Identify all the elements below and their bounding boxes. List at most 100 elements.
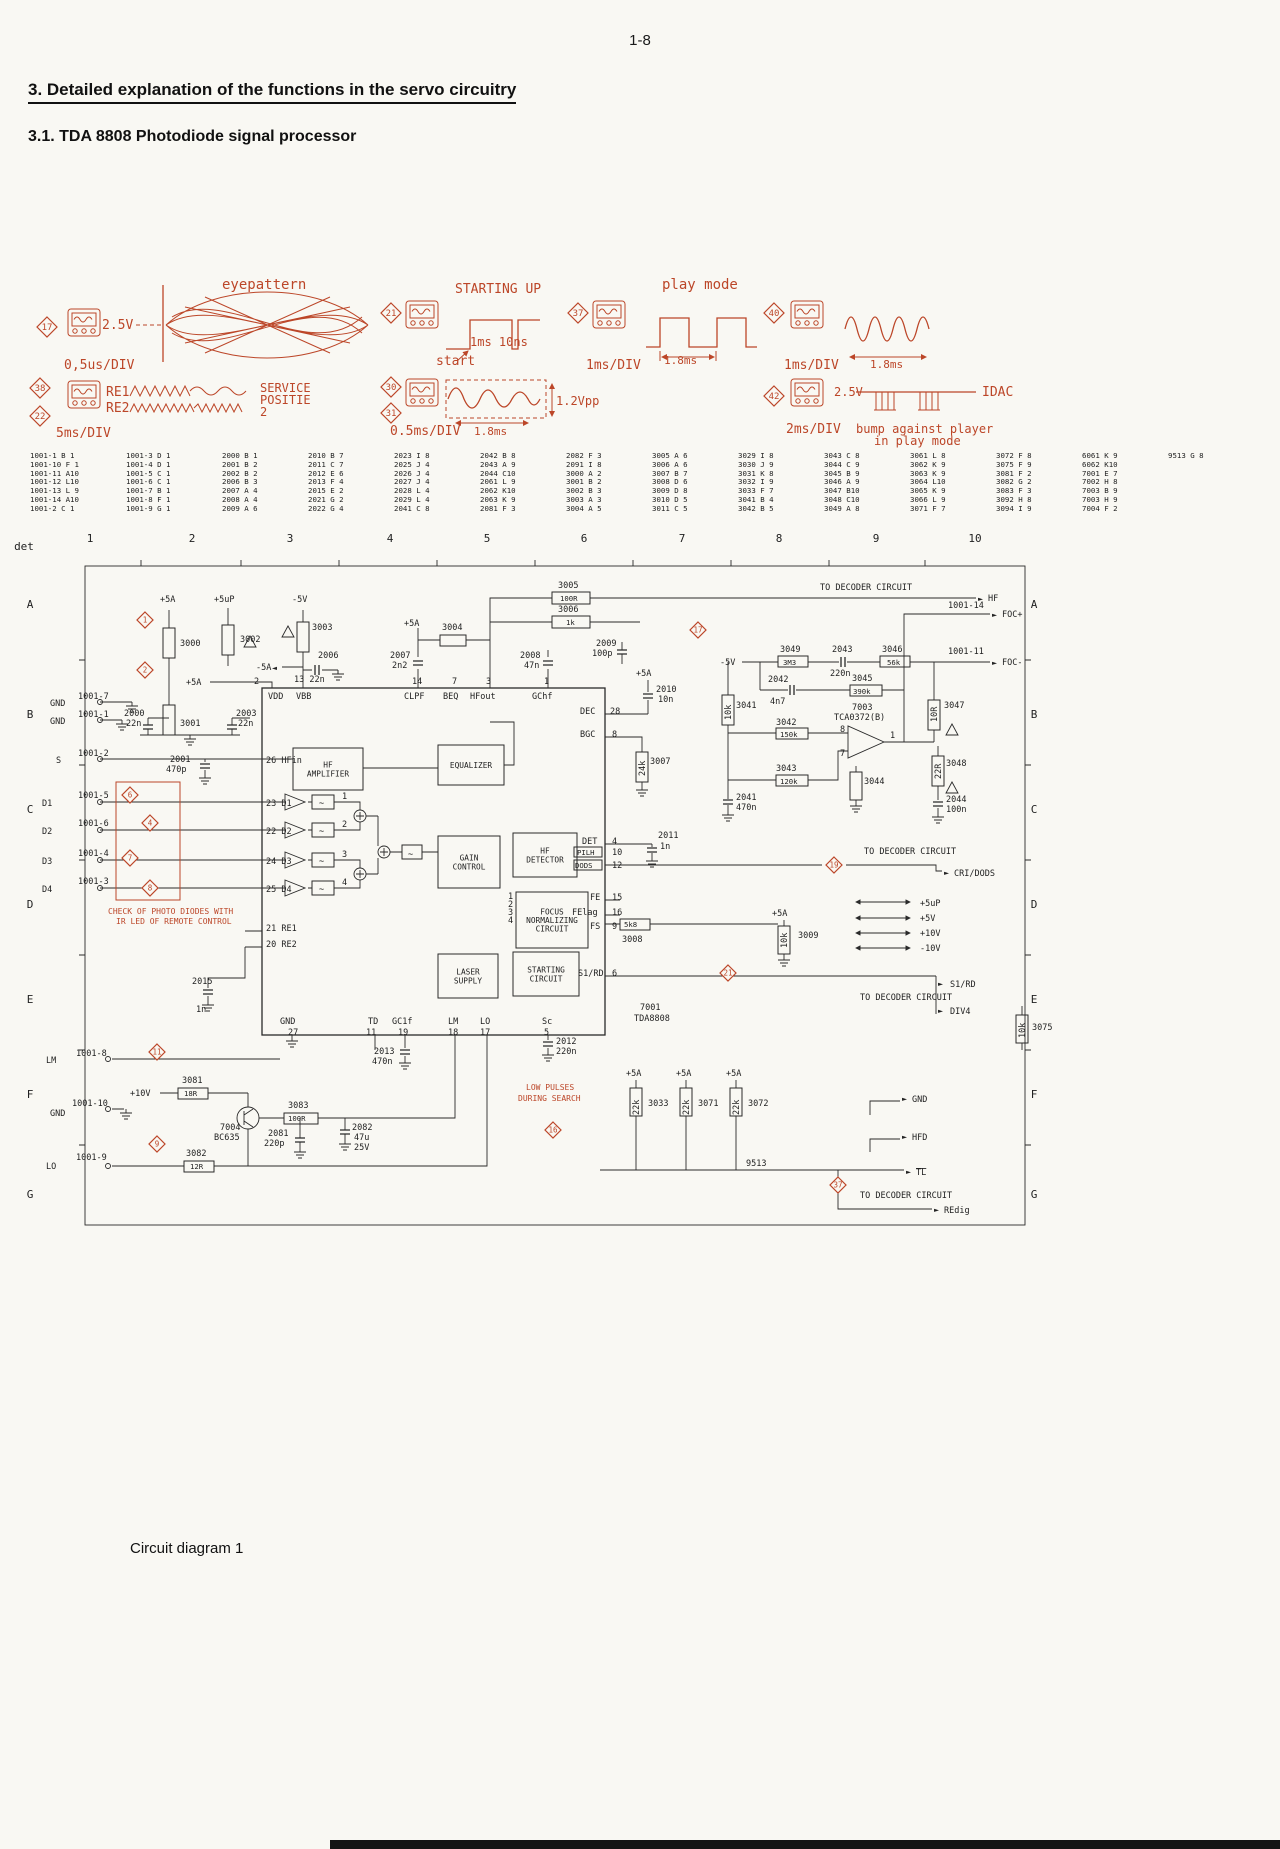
callout-number: 22 <box>35 412 46 422</box>
part-ref: 7001 E 7 <box>1082 468 1118 478</box>
part-ref: 3005 A 6 <box>652 451 688 460</box>
schematic-label: FOC- <box>1002 658 1022 668</box>
schematic-label: 5k8 <box>624 920 637 929</box>
schematic-label: ► <box>978 595 983 603</box>
schematic-label: 22k <box>632 1100 642 1115</box>
schematic-label: HFout <box>470 692 496 702</box>
ground-icon <box>332 670 344 681</box>
grid-row-label: E <box>27 993 34 1006</box>
grid-column-label: 8 <box>776 532 783 545</box>
callout-number: 42 <box>769 392 780 402</box>
callout-number: 40 <box>769 309 780 319</box>
playmode-waveform <box>646 317 757 361</box>
capacitor-symbol <box>647 847 657 853</box>
schematic-label: 10k <box>780 933 790 948</box>
part-ref: 3083 F 3 <box>996 486 1032 496</box>
page-number: 1-8 <box>629 32 651 49</box>
part-ref: 3072 F 8 <box>996 451 1032 460</box>
part-ref: 3007 B 7 <box>652 468 688 478</box>
part-ref: 1001-7 B 1 <box>126 486 171 496</box>
schematic-label: REdig <box>944 1206 970 1216</box>
schematic-label: 2015 <box>192 977 212 987</box>
schematic-label: 5 <box>544 1028 549 1038</box>
schematic-label: IR LED OF REMOTE CONTROL <box>116 917 232 926</box>
capacitor-symbol <box>643 693 653 699</box>
part-ref: 3002 B 3 <box>566 486 602 496</box>
annotation-label: 2 <box>260 405 267 419</box>
callout-number: 11 <box>152 1048 161 1057</box>
resistor-symbol <box>283 1112 319 1125</box>
schematic-label: 120k <box>780 777 798 786</box>
resistor-symbol <box>927 699 941 731</box>
schematic-label: 2006 <box>318 651 338 661</box>
schematic-label: 390k <box>853 687 871 696</box>
scan-edge-bar <box>330 1840 1280 1849</box>
part-ref: 1001-6 C 1 <box>126 477 171 487</box>
capacitor-symbol <box>295 1137 305 1143</box>
part-ref: 1001-8 F 1 <box>126 494 171 504</box>
part-ref: 1001-5 C 1 <box>126 468 171 478</box>
part-ref: 3063 K 9 <box>910 468 946 478</box>
schematic-label: DODS <box>575 861 593 870</box>
schematic-label: +5A <box>186 678 201 688</box>
annotation-label: 1ms 10ns <box>470 335 528 349</box>
schematic-label: 12 <box>612 861 622 871</box>
resistor-symbol <box>311 880 335 896</box>
ground-icon <box>722 811 734 822</box>
schematic-label: LM <box>46 1056 56 1066</box>
schematic-label: 1001-4 <box>78 849 109 859</box>
callout-number: 37 <box>573 309 584 319</box>
oscilloscope-icon <box>592 300 626 329</box>
schematic-label: 18 <box>448 1028 458 1038</box>
schematic-label: 3044 <box>864 777 884 787</box>
part-ref: 2082 F 3 <box>566 451 602 460</box>
part-ref: 9513 G 8 <box>1168 451 1204 460</box>
schematic-label: 10 <box>612 848 622 858</box>
resistor-symbol <box>162 627 176 659</box>
capacitor-symbol <box>723 799 733 805</box>
schematic-label: 4n7 <box>770 697 785 707</box>
schematic-label: +5A <box>676 1069 691 1079</box>
annotation-label: STARTING UP <box>455 282 541 297</box>
capacitor-symbol <box>203 989 213 995</box>
callout-diamond: 16 <box>544 1121 562 1139</box>
schematic-label: BEQ <box>443 692 458 702</box>
schematic-label: LOW PULSES <box>526 1083 574 1092</box>
part-ref: 3082 G 2 <box>996 477 1032 487</box>
schematic-label: 14 <box>412 677 422 687</box>
schematic-label: 23 D1 <box>266 799 292 809</box>
part-ref: 2061 L 9 <box>480 477 516 487</box>
part-ref: 1001-13 L 9 <box>30 486 79 496</box>
schematic-label: 15 <box>612 893 622 903</box>
schematic-label: 10R <box>930 706 940 722</box>
part-ref: 3046 A 9 <box>824 477 860 487</box>
schematic-label: 3002 <box>240 635 260 645</box>
schematic-label: +5uP <box>214 595 234 605</box>
schematic-label: DIV4 <box>950 1007 970 1017</box>
schematic-label: 3042 <box>776 718 796 728</box>
part-ref: 3044 C 9 <box>824 459 860 469</box>
schematic-label: 2008 <box>520 651 540 661</box>
schematic-label: 3M3 <box>783 658 796 667</box>
schematic-label: GND <box>50 717 65 727</box>
callout-diamond: 6 <box>121 786 139 804</box>
schematic-label: 100R <box>560 594 578 603</box>
schematic-label: D3 <box>42 857 52 867</box>
part-ref: 3048 C10 <box>824 494 860 504</box>
annotation-label: eyepattern <box>222 277 306 293</box>
schematic-label: +5A <box>160 595 175 605</box>
part-ref: 2000 B 1 <box>222 451 258 460</box>
schematic-label: VBB <box>296 692 311 702</box>
schematic-label: 100n <box>946 805 966 815</box>
schematic-label: 2 <box>254 677 259 687</box>
part-ref: 3043 C 8 <box>824 451 860 460</box>
part-ref: 3031 K 8 <box>738 468 774 478</box>
schematic-label: 150k <box>780 730 798 739</box>
callout-number: 30 <box>386 383 397 393</box>
schematic-label: 3043 <box>776 764 796 774</box>
